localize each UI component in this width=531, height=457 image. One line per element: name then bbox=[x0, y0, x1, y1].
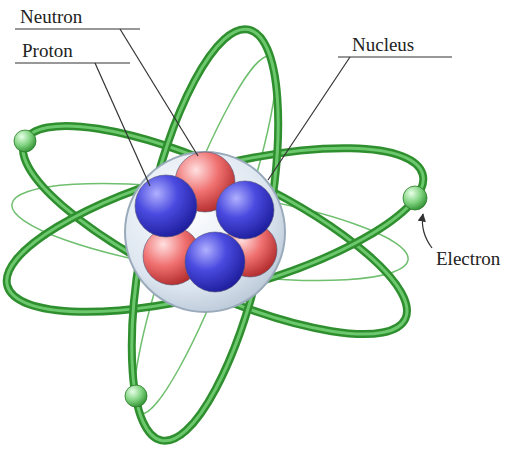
nucleon bbox=[135, 152, 277, 292]
part-label: Proton bbox=[22, 40, 73, 62]
leader-line bbox=[15, 29, 452, 248]
part-label: Nucleus bbox=[352, 34, 414, 56]
part-label: Electron bbox=[436, 248, 500, 270]
part-label: Neutron bbox=[20, 6, 82, 28]
nucleus-shell bbox=[125, 152, 285, 312]
electron-ball bbox=[14, 130, 427, 407]
electron-orbit bbox=[0, 17, 439, 453]
thin-orbit bbox=[6, 46, 413, 424]
